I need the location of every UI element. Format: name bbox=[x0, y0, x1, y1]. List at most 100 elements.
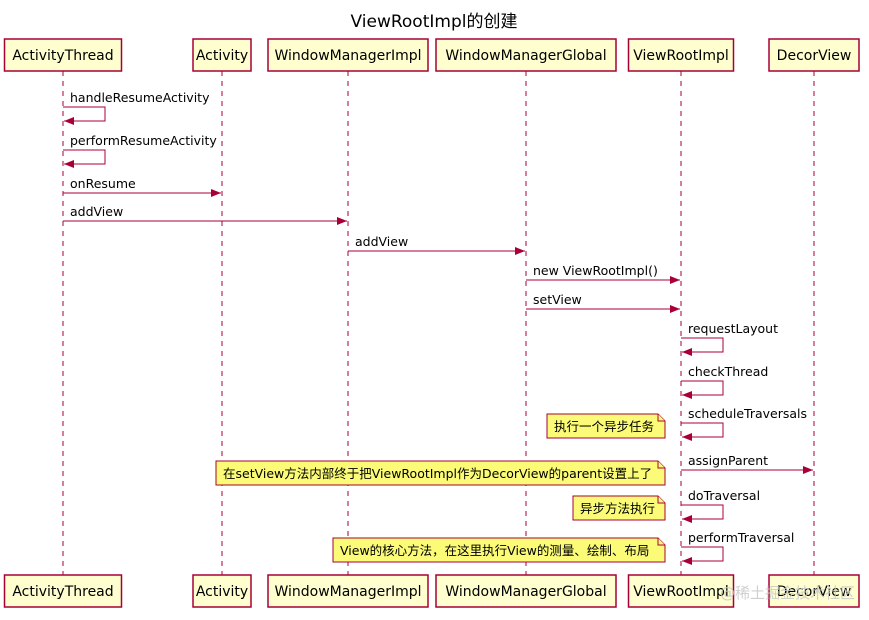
note-fold bbox=[657, 414, 665, 422]
message-label: setView bbox=[533, 292, 582, 307]
note-text: View的核心方法，在这里执行View的测量、绘制、布局 bbox=[340, 543, 649, 558]
self-message-line bbox=[63, 149, 106, 165]
note-box bbox=[215, 460, 666, 486]
message-10: scheduleTraversals bbox=[681, 406, 807, 441]
message-6: new ViewRootImpl() bbox=[526, 263, 680, 284]
note-fold bbox=[657, 538, 665, 546]
participant-box bbox=[267, 38, 429, 72]
participant-label: Activity bbox=[196, 584, 248, 600]
note-11: 在setView方法内部终于把ViewRootImpl作为DecorView的p… bbox=[215, 460, 666, 486]
arrowhead bbox=[682, 433, 692, 441]
participant-label: ActivityThread bbox=[12, 48, 113, 64]
self-message-line bbox=[681, 422, 724, 438]
participant-bottom-wmi: WindowManagerImpl bbox=[267, 574, 429, 608]
participant-box bbox=[768, 38, 860, 72]
note-box bbox=[332, 537, 666, 563]
notes: 执行一个异步任务在setView方法内部终于把ViewRootImpl作为Dec… bbox=[215, 413, 666, 563]
note-box bbox=[572, 495, 666, 521]
arrowhead bbox=[682, 557, 692, 565]
participant-box bbox=[3, 38, 123, 72]
participant-label: WindowManagerGlobal bbox=[445, 584, 606, 600]
note-text: 在setView方法内部终于把ViewRootImpl作为DecorView的p… bbox=[223, 466, 652, 481]
note-13: View的核心方法，在这里执行View的测量、绘制、布局 bbox=[332, 537, 666, 563]
message-label: performResumeActivity bbox=[70, 133, 217, 148]
participant-label: ActivityThread bbox=[12, 584, 113, 600]
message-label: requestLayout bbox=[688, 321, 778, 336]
message-11: assignParent bbox=[681, 453, 813, 474]
arrowhead bbox=[211, 189, 221, 197]
participant-box bbox=[435, 574, 617, 608]
participant-top-wmg: WindowManagerGlobal bbox=[435, 38, 617, 72]
participant-box bbox=[192, 38, 252, 72]
participant-label: ViewRootImpl bbox=[633, 584, 728, 600]
note-fold bbox=[657, 461, 665, 469]
message-1: handleResumeActivity bbox=[63, 90, 210, 125]
message-label: new ViewRootImpl() bbox=[533, 263, 658, 278]
self-message-line bbox=[681, 504, 724, 520]
arrowhead bbox=[670, 305, 680, 313]
participant-label: WindowManagerImpl bbox=[274, 48, 421, 64]
participant-box bbox=[435, 38, 617, 72]
message-label: checkThread bbox=[688, 364, 768, 379]
message-12: doTraversal bbox=[681, 488, 760, 523]
participant-box bbox=[627, 574, 735, 608]
participant-bottom-vri: ViewRootImpl bbox=[627, 574, 735, 608]
lifelines bbox=[62, 71, 815, 575]
note-text: 执行一个异步任务 bbox=[554, 419, 654, 434]
message-8: requestLayout bbox=[681, 321, 778, 356]
arrowhead bbox=[682, 391, 692, 399]
note-fold bbox=[657, 496, 665, 504]
participant-top-vri: ViewRootImpl bbox=[627, 38, 735, 72]
arrowhead bbox=[682, 515, 692, 523]
participant-label: DecorView bbox=[777, 584, 852, 600]
arrowhead bbox=[682, 348, 692, 356]
participant-label: WindowManagerGlobal bbox=[445, 48, 606, 64]
message-13: performTraversal bbox=[681, 530, 794, 565]
note-text: 异步方法执行 bbox=[580, 501, 655, 516]
self-message-line bbox=[681, 380, 724, 396]
arrowhead bbox=[64, 160, 74, 168]
messages: handleResumeActivity performResumeActivit… bbox=[63, 90, 813, 565]
arrowhead bbox=[515, 247, 525, 255]
participant-label: DecorView bbox=[777, 48, 852, 64]
message-label: addView bbox=[355, 234, 408, 249]
note-12: 异步方法执行 bbox=[572, 495, 666, 521]
arrowhead bbox=[64, 117, 74, 125]
note-10: 执行一个异步任务 bbox=[546, 413, 666, 439]
participant-box bbox=[627, 38, 735, 72]
participant-bottom-dv: DecorView bbox=[768, 574, 860, 608]
participant-top-at: ActivityThread bbox=[3, 38, 123, 72]
message-2: performResumeActivity bbox=[63, 133, 217, 168]
message-9: checkThread bbox=[681, 364, 768, 399]
message-4: addView bbox=[63, 204, 347, 225]
participant-label: ViewRootImpl bbox=[633, 48, 728, 64]
message-5: addView bbox=[348, 234, 525, 255]
note-box bbox=[546, 413, 666, 439]
message-label: handleResumeActivity bbox=[70, 90, 210, 105]
message-label: doTraversal bbox=[688, 488, 760, 503]
participant-top-wmi: WindowManagerImpl bbox=[267, 38, 429, 72]
participant-box bbox=[768, 574, 860, 608]
message-label: scheduleTraversals bbox=[688, 406, 807, 421]
participant-label: Activity bbox=[196, 48, 248, 64]
message-label: performTraversal bbox=[688, 530, 794, 545]
message-label: assignParent bbox=[688, 453, 768, 468]
diagram-title: ViewRootImpl的创建 bbox=[351, 12, 518, 32]
arrowhead bbox=[337, 217, 347, 225]
participant-box bbox=[267, 574, 429, 608]
watermark: @稀土掘金技术社区 bbox=[720, 584, 855, 602]
participants-bottom: ActivityThread Activity WindowManagerImpl W… bbox=[3, 574, 860, 608]
participant-top-dv: DecorView bbox=[768, 38, 860, 72]
message-label: onResume bbox=[70, 176, 136, 191]
self-message-line bbox=[63, 106, 106, 122]
participant-bottom-wmg: WindowManagerGlobal bbox=[435, 574, 617, 608]
participant-top-a: Activity bbox=[192, 38, 252, 72]
message-7: setView bbox=[526, 292, 680, 313]
participant-bottom-at: ActivityThread bbox=[3, 574, 123, 608]
message-label: addView bbox=[70, 204, 123, 219]
self-message-line bbox=[681, 546, 724, 562]
self-message-line bbox=[681, 337, 724, 353]
arrowhead bbox=[670, 276, 680, 284]
arrowhead bbox=[803, 466, 813, 474]
